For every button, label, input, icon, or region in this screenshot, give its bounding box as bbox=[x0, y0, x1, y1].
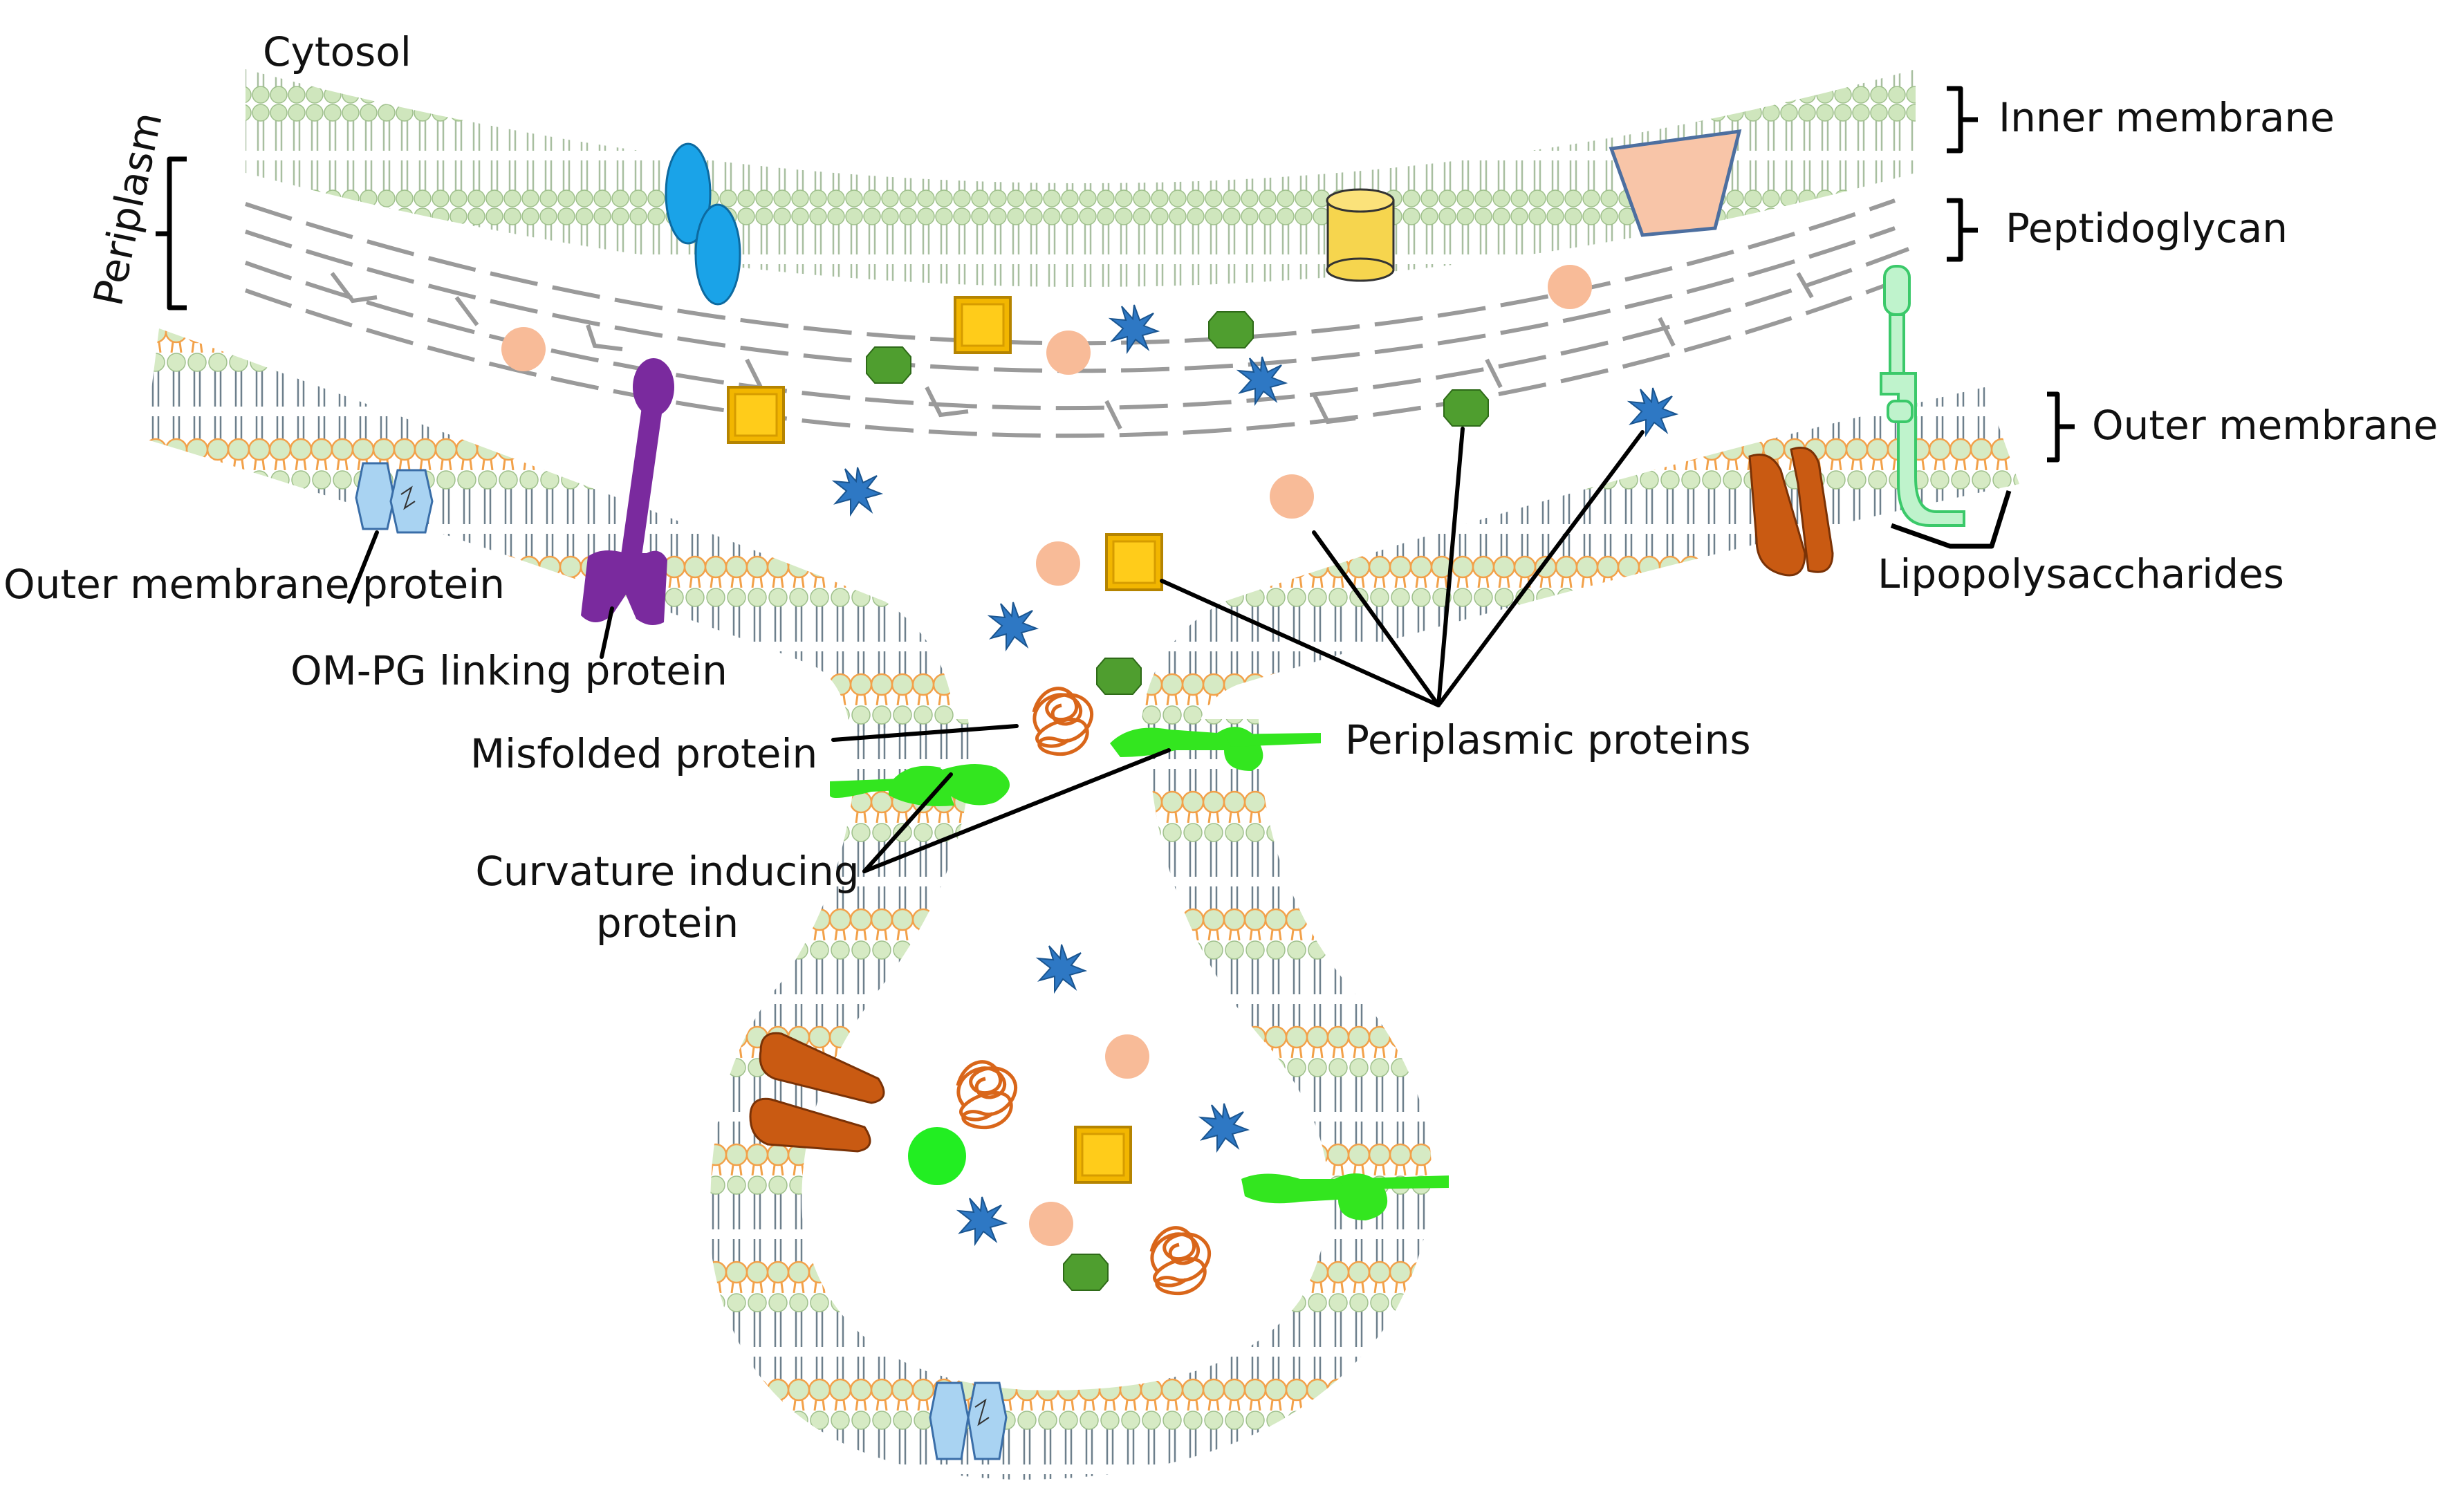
inner-membrane-yellow-protein bbox=[1326, 188, 1395, 282]
bright-green-circle bbox=[908, 1127, 966, 1185]
curvature-inducing-label-line1: Curvature inducing bbox=[475, 848, 859, 895]
vesicle-orange-channel bbox=[749, 1032, 885, 1153]
pointer-lines bbox=[347, 427, 1645, 873]
inner-membrane-blue-protein bbox=[665, 142, 741, 306]
peptidoglycan-crosslinks bbox=[330, 272, 1814, 430]
periplasmic-proteins-label: Periplasmic proteins bbox=[1345, 716, 1751, 763]
om-pg-linking-protein bbox=[581, 358, 674, 625]
inner-membrane-peach-protein bbox=[1609, 129, 1742, 237]
outer-membrane-label: Outer membrane bbox=[2092, 402, 2438, 449]
outer-membrane-vesicle bbox=[710, 719, 1432, 1480]
periplasm-bracket bbox=[156, 156, 187, 310]
inner-membrane-label: Inner membrane bbox=[1999, 94, 2335, 141]
curvature-inducing-protein-left bbox=[830, 764, 1010, 806]
outer-membrane-protein-label: Outer membrane protein bbox=[3, 561, 505, 608]
peptidoglycan-label: Peptidoglycan bbox=[2006, 205, 2288, 252]
curvature-inducing-protein-right bbox=[1110, 727, 1321, 771]
periplasmic-protein-circles bbox=[501, 265, 1592, 1246]
periplasm-label: Periplasm bbox=[84, 108, 172, 310]
misfolded-protein-label: Misfolded protein bbox=[470, 730, 817, 777]
outer-membrane-porin-left bbox=[355, 462, 434, 534]
peptidoglycan-bracket bbox=[1947, 198, 1978, 262]
lipopolysaccharides-label: Lipopolysaccharides bbox=[1878, 550, 2284, 597]
outer-membrane-left bbox=[145, 328, 954, 733]
lipopolysaccharide-molecule bbox=[1880, 265, 1965, 527]
curvature-inducing-label-line2: protein bbox=[596, 900, 739, 947]
inner-membrane-bracket bbox=[1947, 86, 1978, 154]
outer-membrane-bracket bbox=[2047, 391, 2075, 463]
curvature-inducing-protein-vesicle bbox=[1241, 1173, 1449, 1220]
inner-membrane bbox=[246, 69, 1916, 287]
om-pg-linking-protein-label: OM-PG linking protein bbox=[290, 647, 728, 694]
outer-membrane-porin-vesicle bbox=[929, 1382, 1008, 1460]
cytosol-label: Cytosol bbox=[263, 28, 411, 75]
outer-membrane-orange-channel-right bbox=[1748, 447, 1834, 577]
lipopolysaccharides-bracket bbox=[1890, 490, 2012, 549]
